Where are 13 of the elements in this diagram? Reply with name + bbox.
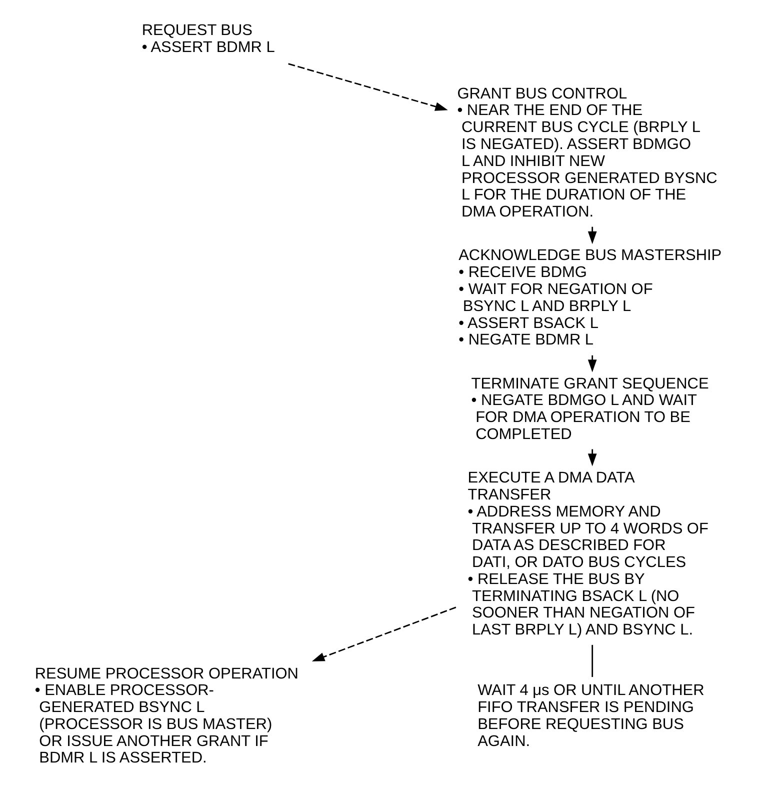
node-text: EXECUTE A DMA DATA TRANSFER • ADDRESS MEMORY AND TRANSFER UP TO 4 WORDS OF DATA AS DESCRIBED FOR DATI, OR DATO BUS CYCLES • RELEASE THE BUS BY TERMINATING BSACK L (NO SOONER THAN NEGATION OF LAST BRPLY L) AND BSYNC L.: [468, 470, 708, 639]
node-text: REQUEST BUS • ASSERT BDMR L: [142, 22, 275, 56]
arrow: [588, 226, 597, 244]
node-text: WAIT 4 μs OR UNTIL ANOTHER FIFO TRANSFER IS PENDING BEFORE REQUESTING BUS AGAIN.: [478, 682, 704, 750]
arrow: [588, 449, 597, 466]
node-text: GRANT BUS CONTROL • NEAR THE END OF THE CURRENT BUS CYCLE (BRPLY L IS NEGATED). ASSERT BDMGO L AND INHIBIT NEW PROCESSOR GENERATED BYSNC L FOR THE DURATION OF THE DMA OPERATION.: [457, 85, 718, 221]
node-text: RESUME PROCESSOR OPERATION • ENABLE PROCESSOR-GENERATED BSYNC L (PROCESSOR IS BUS MASTER) OR ISSUE ANOTHER GRANT IF BDMR L IS ASSERTED.: [34, 665, 298, 767]
node-text: ACKNOWLEDGE BUS MASTERSHIP • RECEIVE BDMG • WAIT FOR NEGATION OF BSYNC L AND BRPLY L • ASSERT BSACK L • NEGATE BDMR L: [458, 247, 722, 349]
arrow: [312, 606, 456, 662]
node-text: TERMINATE GRANT SEQUENCE • NEGATE BDMGO L AND WAIT FOR DMA OPERATION TO BE COMPLETED: [471, 375, 709, 443]
arrow: [288, 63, 448, 111]
arrow: [588, 355, 597, 372]
connector: [592, 644, 594, 677]
